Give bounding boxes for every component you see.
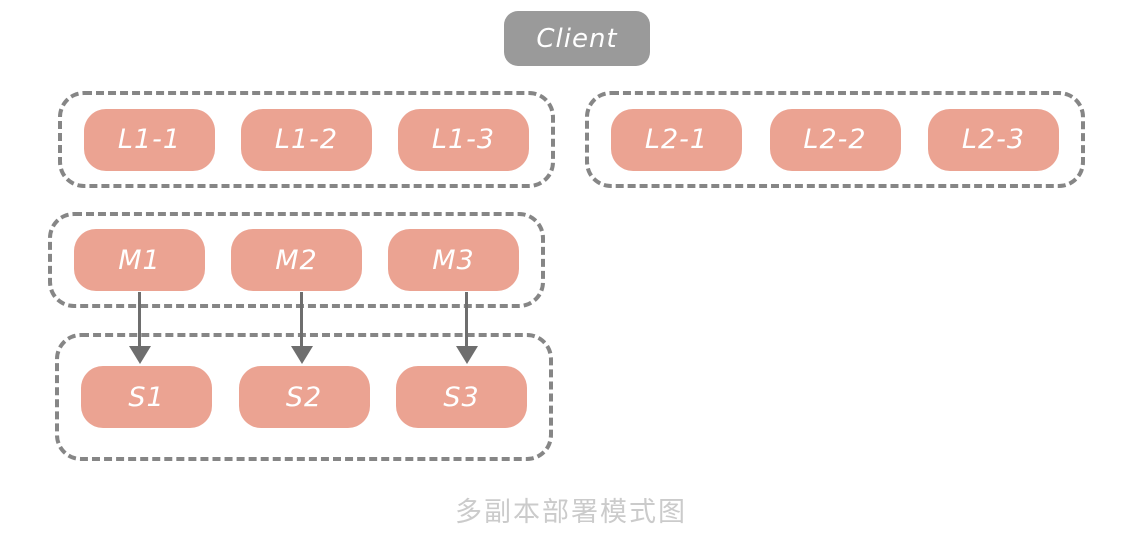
node-s1: S1 — [81, 366, 212, 428]
node-s2: S2 — [238, 366, 370, 428]
node-m3: M3 — [388, 229, 519, 291]
node-l2-3: L2-3 — [928, 108, 1059, 171]
arrow-m3-s3-down-icon — [465, 292, 468, 346]
diagram-caption: 多副本部署模式图 — [455, 497, 687, 528]
node-s3: S3 — [396, 366, 527, 428]
group-l2-replicas: L2-1 L2-2 L2-3 — [585, 91, 1085, 188]
node-m2: M2 — [231, 229, 362, 291]
arrow-m1-s1-down-icon — [138, 292, 141, 346]
group-slaves: S1 S2 S3 — [55, 333, 553, 461]
group-masters: M1 M2 M3 — [48, 212, 545, 308]
node-l1-1: L1-1 — [84, 108, 215, 171]
node-m1: M1 — [74, 229, 205, 291]
arrow-m2-s2-down-icon — [300, 292, 303, 346]
group-l1-replicas: L1-1 L1-2 L1-3 — [58, 91, 555, 188]
node-l1-3: L1-3 — [398, 108, 529, 171]
node-l2-1: L2-1 — [611, 108, 742, 171]
node-l2-2: L2-2 — [769, 108, 901, 171]
node-l1-2: L1-2 — [241, 108, 372, 171]
client-node: Client — [504, 11, 650, 66]
